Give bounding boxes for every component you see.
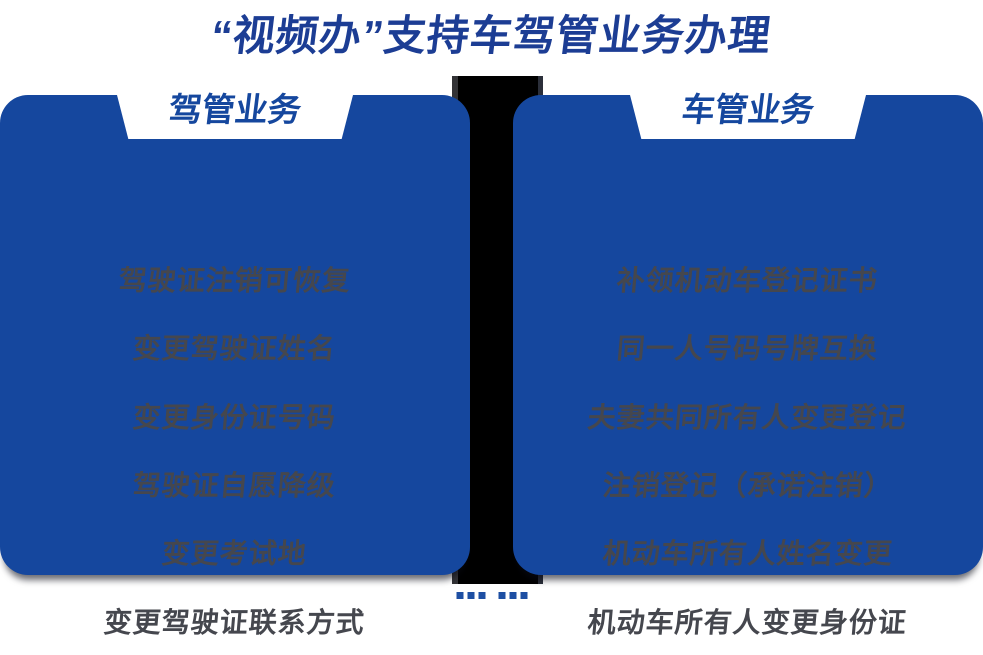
service-item-label: 驾驶证自愿降级	[131, 470, 338, 502]
dot-group	[456, 592, 485, 599]
footer-dots	[456, 592, 527, 599]
service-item-label: 变更驾驶证联系方式	[102, 606, 367, 638]
service-item-label: 驾驶证注销可恢复	[117, 265, 353, 297]
service-item: 驾驶证自愿降级	[131, 464, 338, 504]
vehicle-service-list: 补领机动车登记证书 同一人号码号牌互换 夫妻共同所有人变更登记 注销登记（承诺注…	[523, 245, 973, 655]
service-item-label: 夫妻共同所有人变更登记	[586, 401, 909, 433]
service-item-label: 变更驾驶证姓名	[131, 333, 338, 365]
panel-header-notch	[630, 95, 866, 139]
service-item-label: 变更身份证号码	[131, 401, 338, 433]
service-item: 变更考试地	[160, 532, 309, 572]
dot-icon	[498, 592, 505, 599]
service-item: 变更驾驶证姓名	[131, 327, 338, 367]
dot-group	[498, 592, 527, 599]
service-item: 变更身份证号码	[131, 396, 338, 436]
service-item: 夫妻共同所有人变更登记	[586, 396, 909, 436]
dot-icon	[509, 592, 516, 599]
dot-icon	[520, 592, 527, 599]
panel-header-vehicle: 车管业务	[679, 91, 817, 128]
service-item-label: 同一人号码号牌互换	[615, 333, 880, 365]
service-item: 同一人号码号牌互换	[615, 327, 880, 367]
service-item-label: 机动车所有人变更身份证	[586, 606, 909, 638]
dot-icon	[467, 592, 474, 599]
service-item: 注销登记（承诺注销）	[601, 464, 895, 504]
service-item: 机动车所有人姓名变更	[601, 532, 895, 572]
service-item-label: 补领机动车登记证书	[615, 265, 880, 297]
panel-header-notch	[117, 95, 353, 139]
page-title: “视频办”支持车驾管业务办理	[208, 12, 775, 59]
service-item-label: 机动车所有人姓名变更	[601, 538, 895, 570]
vehicle-services-panel: 车管业务 补领机动车登记证书 同一人号码号牌互换 夫妻共同所有人变更登记 注销登…	[513, 91, 983, 638]
service-item: 机动车所有人变更身份证	[586, 601, 909, 641]
service-item: 变更驾驶证联系方式	[102, 601, 367, 641]
panel-header-driver: 驾管业务	[166, 91, 304, 128]
service-item: 补领机动车登记证书	[615, 259, 880, 299]
dot-icon	[456, 592, 463, 599]
service-item-label: 变更考试地	[160, 538, 309, 570]
service-item: 驾驶证注销可恢复	[117, 259, 353, 299]
driver-services-panel: 驾管业务 驾驶证注销可恢复 变更驾驶证姓名 变更身份证号码 驾驶证自愿降级 变更…	[0, 91, 470, 638]
service-item-label: 注销登记（承诺注销）	[601, 470, 895, 502]
driver-service-list: 驾驶证注销可恢复 变更驾驶证姓名 变更身份证号码 驾驶证自愿降级 变更考试地 变…	[10, 245, 460, 655]
dot-icon	[478, 592, 485, 599]
